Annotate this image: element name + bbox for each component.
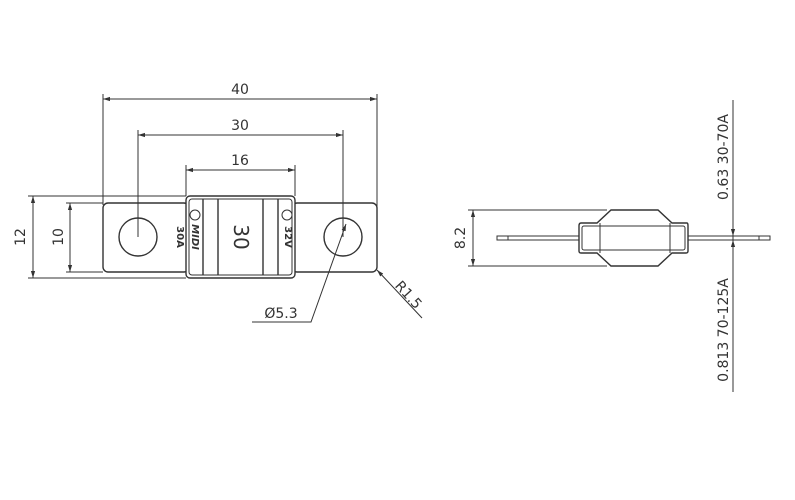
dim-side-height: 8.2 (453, 227, 469, 249)
voltage-marking: 32V (282, 226, 293, 248)
dim-overall-length: 40 (231, 82, 249, 98)
dim-hole-diameter: Ø5.3 (264, 306, 297, 322)
top-view: 30A MIDI 30 32V 40 30 16 12 10 Ø5.3 R1. (13, 82, 425, 323)
dim-body-width: 12 (13, 228, 29, 246)
dim-thickness-70-125a: 0.813 70-125A (716, 278, 732, 382)
dim-corner-radius: R1.5 (391, 278, 424, 312)
right-tab (291, 202, 378, 273)
center-rating-marking: 30 (229, 224, 253, 249)
dim-thickness-30-70a: 0.63 30-70A (716, 114, 732, 200)
dim-tab-width: 10 (51, 228, 67, 246)
dim-body-length: 16 (231, 153, 249, 169)
brand-marking: MIDI (189, 224, 200, 250)
dim-hole-spacing: 30 (231, 118, 249, 134)
fuse-body (185, 195, 296, 279)
side-view: 8.2 0.63 30-70A 0.813 70-125A (453, 100, 771, 392)
side-body (578, 209, 689, 267)
rating-marking: 30A (174, 226, 185, 248)
